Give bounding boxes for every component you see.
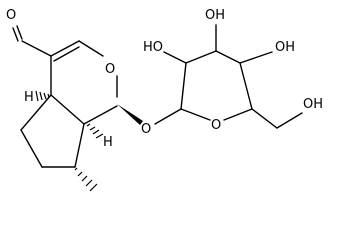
wedge-c1-o-glyco: [117, 104, 143, 125]
bond-c4-c3-double: [53, 46, 80, 62]
label-hydroxyl-c6: OH: [303, 97, 323, 112]
label-stereo-h-c9: H: [103, 135, 113, 150]
label-hydroxyl-c2: HO: [143, 40, 163, 55]
bond-c1-c9: [83, 105, 118, 125]
hash-bond-c8-methyl: [74, 167, 98, 192]
label-sugar-ring-oxygen: O: [211, 118, 221, 133]
label-hydroxyl-c4: OH: [275, 40, 295, 55]
label-glycosidic-oxygen: O: [141, 122, 151, 137]
bond-c4p-oh: [239, 51, 273, 64]
label-ring-oxygen: O: [105, 62, 115, 77]
bond-c6p-oh: [276, 112, 303, 129]
label-stereo-h-c5: H: [24, 90, 34, 105]
bond-c9-c5: [50, 94, 85, 125]
bond-aldehyde-co-2: [16, 25, 23, 40]
bonds: [12, 24, 303, 192]
hash-bond-c9-h: [86, 123, 104, 139]
bond-c3p-c4p: [215, 50, 241, 64]
molecule-structure: O O O O HO OH OH OH H H: [6, 8, 323, 192]
bond-c8-c9: [74, 123, 85, 168]
bond-c6-c7: [20, 129, 43, 168]
atom-labels: O O O O HO OH OH OH H H: [6, 8, 323, 150]
bond-c5-c6: [20, 94, 52, 131]
bond-c5p-c6p: [251, 108, 278, 129]
bond-c3-o: [78, 40, 104, 57]
bond-o-glyco-c1prime: [154, 108, 182, 125]
label-aldehyde-oxygen: O: [6, 8, 16, 23]
bond-c1p-c2p: [180, 62, 187, 110]
bond-aldehyde-co-1: [12, 27, 19, 42]
bond-aldehyde-cc: [21, 40, 52, 57]
hash-bond-c5-h: [35, 90, 50, 102]
bond-c2p-c3p: [185, 50, 217, 64]
bond-c4-c3: [50, 40, 80, 57]
bond-c5p-o5p: [223, 108, 253, 121]
bond-c2p-oh: [163, 51, 187, 64]
bond-o5p-c1p: [180, 108, 211, 121]
bond-c4p-c5p: [239, 62, 253, 110]
label-hydroxyl-c3: OH: [205, 8, 225, 23]
